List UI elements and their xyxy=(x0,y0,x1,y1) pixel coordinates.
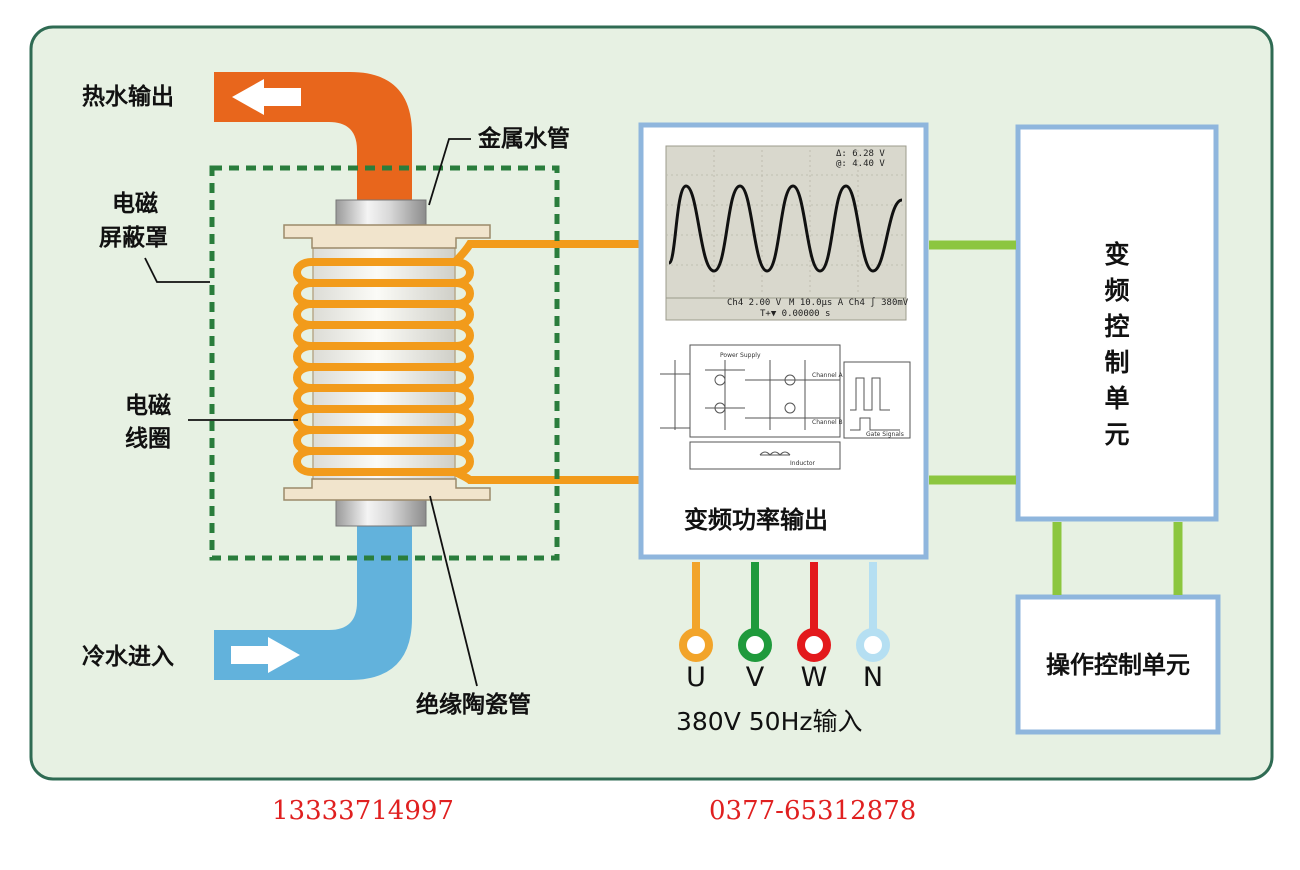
operation-control-box xyxy=(1015,594,1221,735)
oscilloscope xyxy=(665,145,907,321)
freq-control-char: 单 xyxy=(1104,384,1130,413)
terminal-v xyxy=(738,562,772,662)
cold-water-pipe xyxy=(214,525,412,680)
cold-water-arrow-icon xyxy=(231,637,300,673)
circuit-label-gate: Gate Signals xyxy=(866,431,904,438)
contact-phone: 0377-65312878 xyxy=(709,796,917,826)
scope-readout-3: Ch4 2.00 V xyxy=(727,298,782,308)
scope-readout-5: T+▼ 0.00000 s xyxy=(760,309,830,319)
oscilloscope-waveform xyxy=(667,184,903,273)
scope-readout-1: Δ: 6.28 V xyxy=(836,149,885,159)
label-power-output: 变频功率输出 xyxy=(684,506,828,534)
scope-readout-2: @: 4.40 V xyxy=(836,159,885,169)
terminal-label-n: N xyxy=(862,662,884,693)
leader-lines xyxy=(144,138,478,687)
circuit-label-channel-b: Channel B xyxy=(812,419,843,426)
circuit-schematic xyxy=(660,344,911,470)
contact-mobile: 13333714997 xyxy=(272,796,454,826)
terminal-label-w: W xyxy=(800,662,828,693)
label-ceramic-tube: 绝缘陶瓷管 xyxy=(416,692,531,718)
label-cold-water-in: 冷水进入 xyxy=(82,644,174,670)
label-em-shield-1: 电磁 xyxy=(112,191,158,217)
hot-water-arrow-icon xyxy=(232,79,301,115)
label-operation-control-unit: 操作控制单元 xyxy=(1046,651,1190,679)
label-em-coil-1: 电磁 xyxy=(125,393,171,419)
ceramic-flange-bottom xyxy=(283,478,491,501)
label-em-shield-2: 屏蔽罩 xyxy=(99,225,168,251)
freq-control-char: 变 xyxy=(1104,240,1130,269)
terminal-w xyxy=(797,562,831,662)
label-freq-control-unit: 变 频 控 制 单 元 xyxy=(1018,237,1216,453)
label-hot-water-out: 热水输出 xyxy=(82,84,174,110)
terminal-label-u: U xyxy=(686,662,706,693)
circuit-label-power: Power Supply xyxy=(720,352,761,359)
ceramic-flange-top xyxy=(283,224,491,249)
scope-readout-4: M 10.0µs A Ch4 ∫ 380mV xyxy=(789,297,909,308)
circuit-label-inductor: Inductor xyxy=(790,460,816,467)
freq-control-box xyxy=(1015,124,1219,522)
em-shield xyxy=(209,165,560,561)
circuit-label-channel-a: Channel A xyxy=(812,372,844,379)
label-em-coil-2: 线圈 xyxy=(125,426,171,452)
freq-control-char: 制 xyxy=(1104,348,1130,377)
label-input-spec: 380V 50Hz输入 xyxy=(676,707,863,736)
terminal-label-v: V xyxy=(745,662,765,693)
label-metal-pipe: 金属水管 xyxy=(478,126,570,152)
freq-control-char: 控 xyxy=(1104,312,1130,341)
em-coil xyxy=(293,240,644,484)
terminal-n xyxy=(856,562,890,662)
green-links xyxy=(929,240,1183,595)
freq-control-char: 频 xyxy=(1104,276,1130,305)
terminal-u xyxy=(679,562,713,662)
freq-control-char: 元 xyxy=(1104,420,1130,449)
